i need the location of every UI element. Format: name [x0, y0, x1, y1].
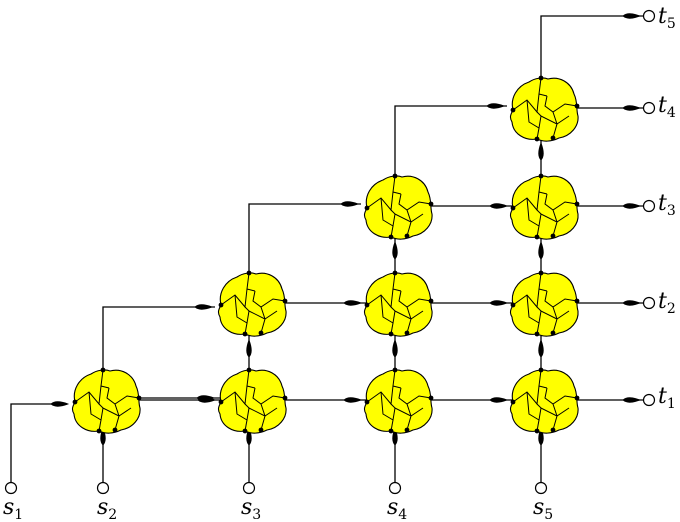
gadget-r1-c3 [363, 367, 434, 434]
source-terminal-s5 [534, 481, 548, 495]
sink-label-t3: t3 [658, 191, 676, 219]
arrow-r1-c2-c3 [343, 397, 363, 403]
wire-corner-c1 [102, 306, 215, 372]
source-terminal-s4 [388, 481, 402, 495]
wire-corner-c2 [248, 203, 361, 273]
source-terminal-s3 [242, 481, 256, 495]
arrow-vert-col4-2 [538, 240, 544, 260]
gadget-r1-c2 [217, 367, 288, 434]
gadget-r2-c3 [363, 270, 434, 337]
sink-terminal-t4 [642, 101, 656, 115]
gadget-r2-c4 [509, 270, 580, 337]
source-label-s3: s3 [241, 495, 261, 522]
source-label-s2: s2 [97, 495, 117, 522]
arrows-layer [50, 13, 642, 446]
arrow-r1-c3-c4 [489, 397, 509, 403]
sink-label-t1: t1 [658, 384, 676, 412]
arrow-vert-col2-1 [246, 338, 252, 358]
sink-terminal-t2 [642, 296, 656, 310]
wire-corner-c3 [394, 105, 507, 176]
gadget-r1-c4 [509, 367, 580, 434]
gadget-r1-c1 [71, 367, 142, 434]
gadget-r2-c2 [217, 270, 288, 337]
arrow-vert-col3-1 [392, 338, 398, 358]
sink-label-t4: t4 [658, 93, 676, 121]
arrow-r3-c3-c4 [489, 203, 509, 209]
arrow-r1-c1-c2 [196, 395, 216, 401]
arrow-vert-col3-2 [392, 240, 398, 260]
source-label-s1: s1 [3, 495, 23, 522]
arrow-to-t4 [622, 105, 642, 111]
arrow-corner-c2 [340, 201, 360, 207]
terminals-layer [4, 9, 656, 495]
sink-terminal-t3 [642, 199, 656, 213]
gadgets-layer [71, 75, 580, 434]
arrow-vert-col4-3 [538, 141, 544, 161]
arrow-to-t2 [622, 300, 642, 306]
gadget-r4-c4 [509, 75, 580, 142]
arrow-r2-c2-c3 [343, 300, 363, 306]
sink-label-t5: t5 [658, 4, 676, 32]
source-terminal-s2 [96, 481, 110, 495]
arrow-corner-c3 [486, 103, 506, 109]
sink-terminal-t5 [642, 9, 656, 23]
gadget-r3-c4 [509, 173, 580, 240]
source-terminal-s1 [4, 481, 18, 495]
source-label-s4: s4 [387, 495, 407, 522]
sink-terminal-t1 [642, 393, 656, 407]
source-label-s5: s5 [533, 495, 553, 522]
arrow-r2-c3-c4 [489, 300, 509, 306]
wire-corner-c4 [540, 15, 645, 78]
arrow-s1-entry [50, 401, 70, 407]
arrow-corner-c4 [622, 13, 642, 19]
arrow-to-t3 [622, 203, 642, 209]
arrow-corner-c1 [194, 304, 214, 310]
gadget-r3-c3 [363, 173, 434, 240]
arrow-to-t1 [622, 397, 642, 403]
arrow-vert-col4-1 [538, 338, 544, 358]
wire-s1-entry [10, 403, 67, 482]
sink-label-t2: t2 [658, 289, 676, 317]
